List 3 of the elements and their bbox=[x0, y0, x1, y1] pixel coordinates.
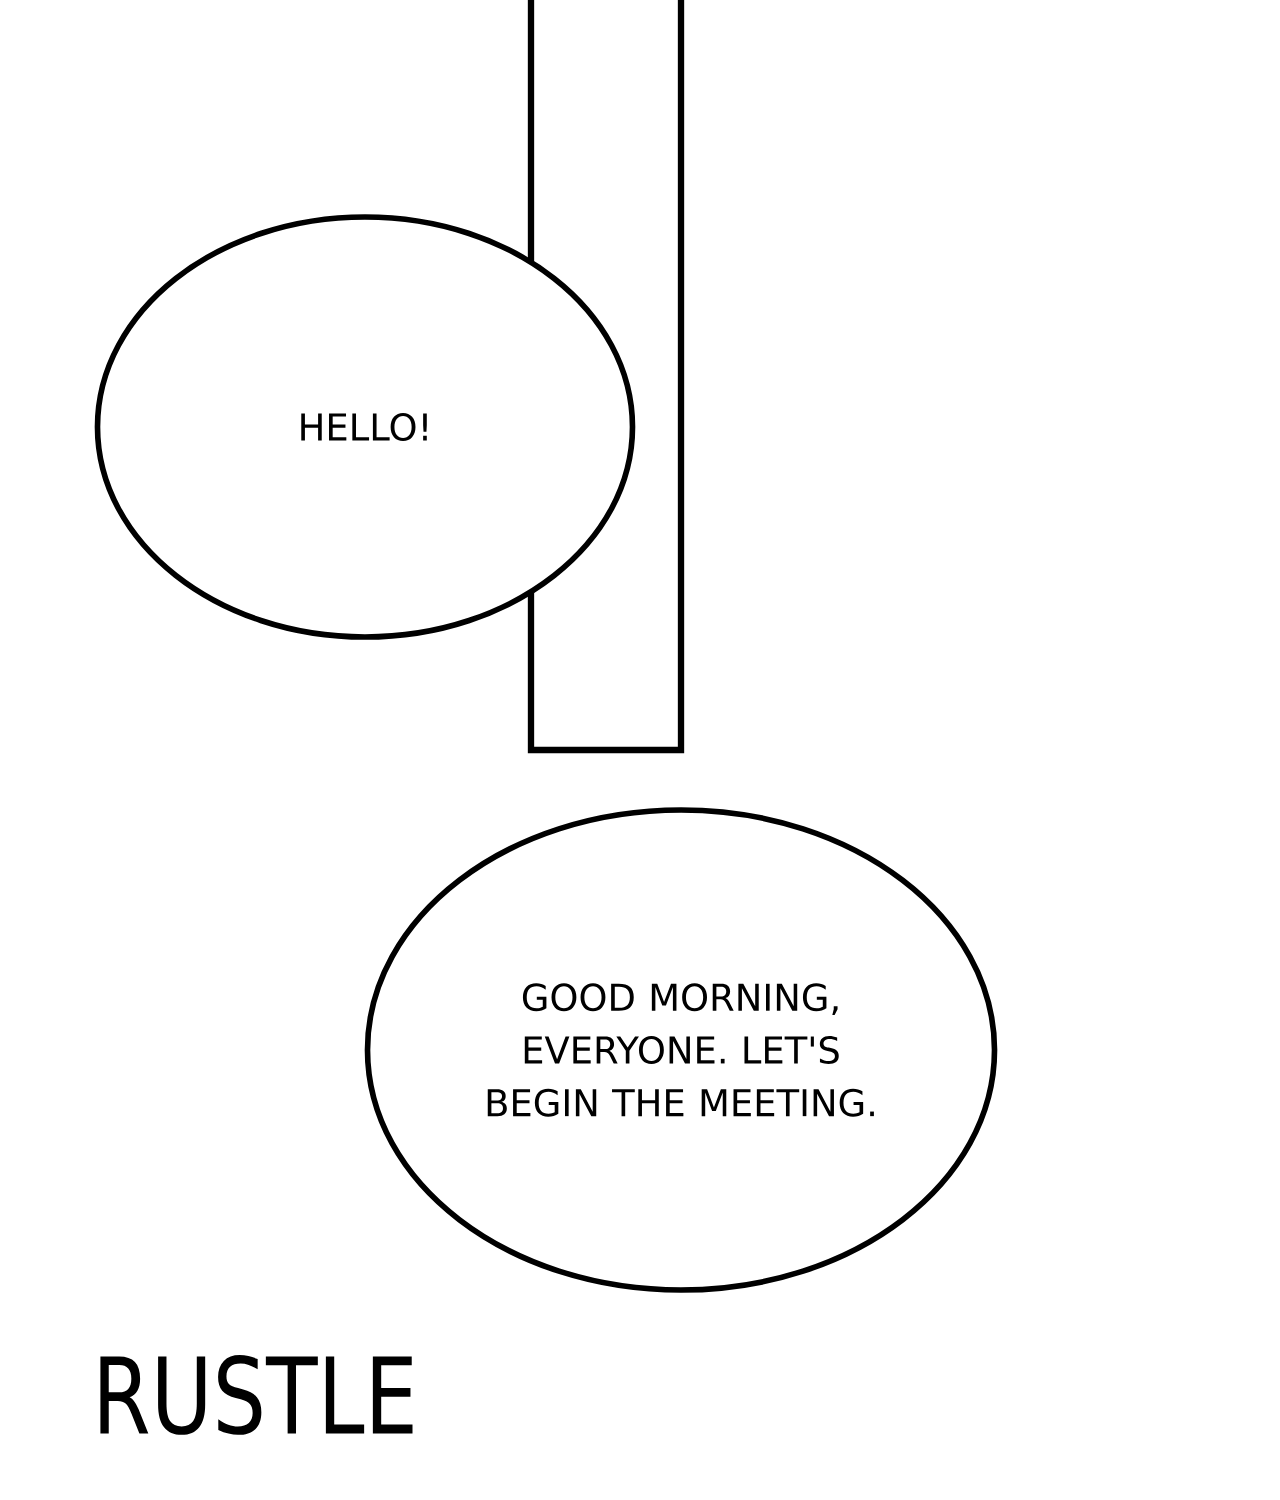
sound-effect: RUSTLE bbox=[100, 1355, 413, 1435]
speech-bubble: GOOD MORNING, EVERYONE. LET'S BEGIN THE MEETING. bbox=[364, 807, 998, 1293]
speech-bubble: HELLO! bbox=[94, 214, 636, 640]
